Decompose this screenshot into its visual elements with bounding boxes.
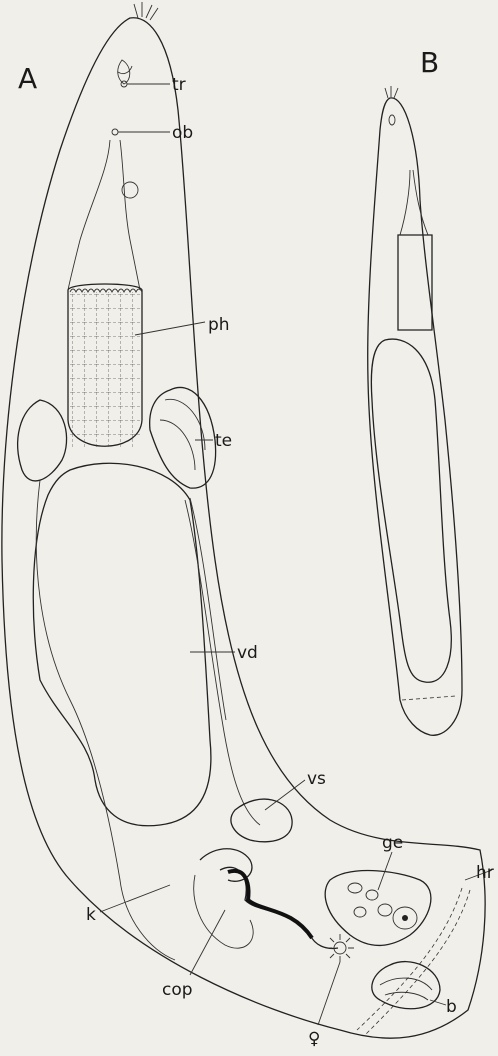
figure-b bbox=[368, 86, 462, 735]
body-outline-b bbox=[368, 98, 462, 735]
genital-pore bbox=[326, 934, 354, 962]
eye-b bbox=[389, 115, 395, 125]
sensory-bristles-a bbox=[134, 2, 158, 20]
sensory-bristles-b bbox=[385, 86, 398, 98]
pharynx bbox=[68, 284, 142, 447]
label-vd: vd bbox=[237, 643, 258, 663]
leader-genital bbox=[318, 962, 340, 1025]
germ-cells bbox=[348, 883, 417, 929]
posterior-b bbox=[402, 696, 456, 700]
intestine bbox=[33, 463, 211, 826]
label-genital-pore: ♀ bbox=[308, 1029, 320, 1049]
leader-k bbox=[100, 885, 170, 912]
label-ph: ph bbox=[208, 315, 230, 335]
testis-right-folds bbox=[160, 399, 205, 470]
figure-a bbox=[2, 2, 492, 1038]
intestine-b bbox=[371, 339, 451, 682]
pharynx-sheath bbox=[68, 140, 140, 290]
leader-vs bbox=[265, 780, 305, 810]
leader-cop bbox=[190, 910, 225, 975]
label-cop: cop bbox=[162, 980, 193, 1000]
vas-deferens-left bbox=[36, 480, 175, 960]
pharynx-b bbox=[398, 235, 432, 330]
seminal-vesicle bbox=[231, 799, 292, 842]
label-b: b bbox=[446, 997, 457, 1017]
copulatory-organ bbox=[194, 849, 338, 949]
label-ob: ob bbox=[172, 123, 193, 143]
label-vs: vs bbox=[307, 769, 326, 789]
pharynx-sheath-b bbox=[400, 170, 428, 235]
label-tr: tr bbox=[172, 75, 186, 95]
label-ge: ge bbox=[382, 833, 403, 853]
label-te: te bbox=[215, 431, 232, 451]
label-k: k bbox=[86, 905, 96, 925]
panel-label-a: A bbox=[18, 62, 37, 95]
mouth-opening bbox=[112, 129, 118, 135]
bursa-folds bbox=[380, 978, 432, 1000]
eye-structure bbox=[118, 60, 132, 87]
panel-label-b: B bbox=[420, 46, 439, 79]
label-hr: hr bbox=[476, 863, 494, 883]
body-outline-a bbox=[2, 18, 485, 1038]
bursa bbox=[372, 962, 440, 1009]
testis-left bbox=[18, 400, 67, 481]
